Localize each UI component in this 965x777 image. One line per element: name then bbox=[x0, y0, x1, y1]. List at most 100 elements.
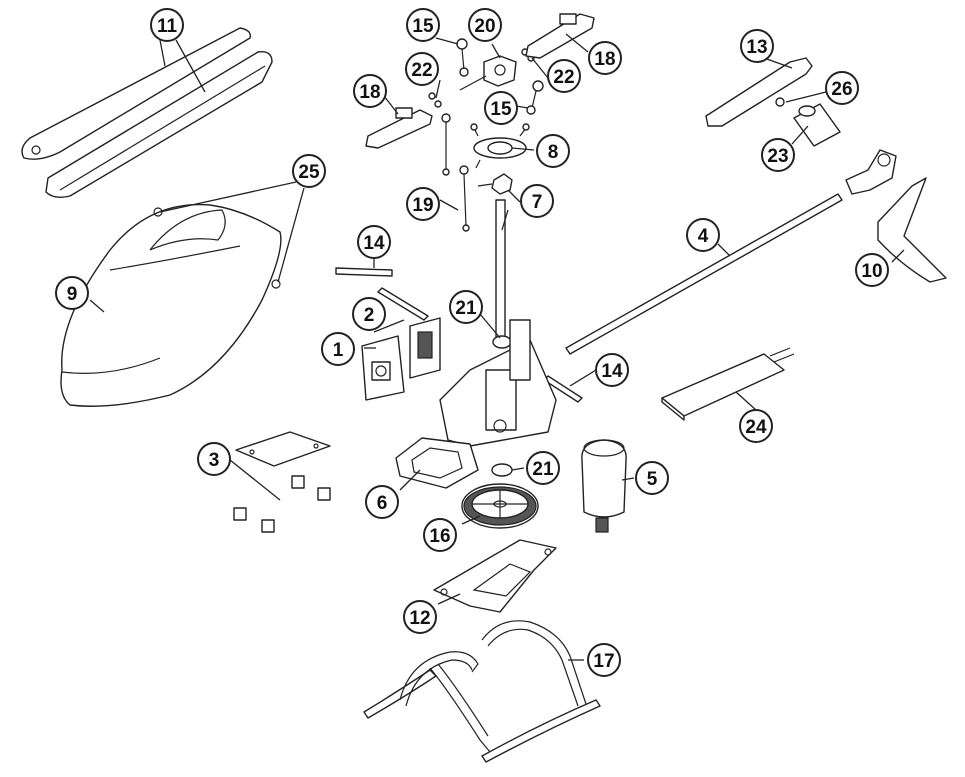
callout-circle bbox=[197, 442, 231, 476]
callout-circle bbox=[484, 91, 518, 125]
callout-c25: 25 bbox=[292, 154, 326, 188]
callout-number: 16 bbox=[429, 526, 450, 547]
part-lower-frame bbox=[395, 437, 479, 489]
callout-circle bbox=[761, 138, 795, 172]
part-tail-motor bbox=[775, 97, 841, 147]
callout-number: 21 bbox=[532, 459, 554, 480]
part-receiver-board bbox=[409, 317, 441, 379]
callout-circle bbox=[739, 409, 773, 443]
callout-circle bbox=[520, 184, 554, 218]
callout-c18a: 18 bbox=[588, 41, 622, 75]
callout-c19: 19 bbox=[406, 187, 440, 221]
callout-number: 1 bbox=[333, 340, 344, 361]
callout-circle bbox=[353, 74, 387, 108]
part-landing-skids bbox=[363, 620, 601, 763]
callout-c1: 1 bbox=[321, 332, 355, 366]
part-rotor-head-links bbox=[365, 13, 595, 149]
part-tail-boom bbox=[565, 193, 843, 355]
part-collar bbox=[477, 173, 513, 195]
callout-number: 6 bbox=[377, 493, 388, 514]
callout-circle bbox=[635, 461, 669, 495]
callout-c2: 2 bbox=[352, 297, 386, 331]
callout-c15a: 15 bbox=[406, 8, 440, 42]
callout-circle bbox=[405, 52, 439, 86]
callout-circle bbox=[406, 8, 440, 42]
callout-circle bbox=[536, 134, 570, 168]
callout-c5: 5 bbox=[635, 461, 669, 495]
part-landing-gear-mount bbox=[433, 539, 557, 613]
callout-c23: 23 bbox=[761, 138, 795, 172]
callout-number: 26 bbox=[831, 79, 852, 100]
part-pins bbox=[335, 267, 583, 403]
callout-circle bbox=[468, 8, 502, 42]
callout-number: 15 bbox=[412, 16, 434, 37]
part-swashplate bbox=[470, 123, 530, 169]
callout-number: 3 bbox=[209, 450, 220, 471]
callout-number: 7 bbox=[532, 192, 543, 213]
callout-number: 25 bbox=[298, 162, 320, 183]
part-canopy bbox=[60, 203, 282, 407]
callout-number: 12 bbox=[409, 608, 430, 629]
callout-circle bbox=[365, 485, 399, 519]
callout-number: 19 bbox=[412, 195, 433, 216]
callout-circle bbox=[292, 154, 326, 188]
callout-circle bbox=[55, 276, 89, 310]
callout-circle bbox=[526, 451, 560, 485]
callout-number: 9 bbox=[67, 284, 78, 305]
callout-number: 14 bbox=[601, 361, 623, 382]
leader-lines bbox=[89, 33, 905, 661]
callout-circle bbox=[547, 59, 581, 93]
callout-number: 22 bbox=[411, 60, 432, 81]
callout-number: 17 bbox=[593, 651, 614, 672]
callout-number: 21 bbox=[455, 298, 477, 319]
callout-c6: 6 bbox=[365, 485, 399, 519]
part-main-gear bbox=[461, 483, 539, 529]
callout-circle bbox=[423, 518, 457, 552]
callout-number: 18 bbox=[594, 49, 615, 70]
part-linkage-rods bbox=[441, 113, 470, 232]
callout-number: 4 bbox=[698, 226, 709, 247]
callout-c9: 9 bbox=[55, 276, 89, 310]
callout-c3: 3 bbox=[197, 442, 231, 476]
callout-c13: 13 bbox=[740, 29, 774, 63]
callout-circle bbox=[686, 218, 720, 252]
callout-circle bbox=[403, 600, 437, 634]
callout-circle bbox=[449, 290, 483, 324]
callout-number: 23 bbox=[767, 146, 788, 167]
callout-number: 20 bbox=[474, 16, 495, 37]
callout-circle bbox=[150, 8, 184, 42]
part-main-frame bbox=[439, 319, 557, 447]
callout-circle bbox=[357, 225, 391, 259]
part-main-rotor-blades bbox=[21, 27, 273, 199]
callout-c26: 26 bbox=[825, 71, 859, 105]
callout-number: 15 bbox=[490, 99, 512, 120]
callout-circle bbox=[740, 29, 774, 63]
callout-c10: 10 bbox=[855, 253, 889, 287]
callout-c16: 16 bbox=[423, 518, 457, 552]
callout-number: 18 bbox=[359, 82, 380, 103]
part-cover-plate bbox=[233, 431, 331, 533]
callout-number: 2 bbox=[364, 305, 375, 326]
callout-circle bbox=[588, 41, 622, 75]
callout-circle bbox=[855, 253, 889, 287]
part-battery bbox=[661, 347, 795, 421]
callout-circle bbox=[587, 643, 621, 677]
callout-c7: 7 bbox=[520, 184, 554, 218]
callout-c22a: 22 bbox=[405, 52, 439, 86]
part-servo-unit bbox=[361, 335, 405, 401]
callout-number: 8 bbox=[548, 142, 559, 163]
callout-c21a: 21 bbox=[449, 290, 483, 324]
callout-circle bbox=[352, 297, 386, 331]
callout-c22b: 22 bbox=[547, 59, 581, 93]
callout-c24: 24 bbox=[739, 409, 773, 443]
callout-c12: 12 bbox=[403, 600, 437, 634]
callout-circle bbox=[406, 187, 440, 221]
part-main-motor bbox=[581, 439, 627, 533]
callout-number: 5 bbox=[647, 469, 658, 490]
part-tail-rotor bbox=[705, 57, 813, 127]
callout-c18b: 18 bbox=[353, 74, 387, 108]
callout-c14b: 14 bbox=[595, 353, 629, 387]
callout-c17: 17 bbox=[587, 643, 621, 677]
part-tail-fin bbox=[845, 149, 947, 283]
